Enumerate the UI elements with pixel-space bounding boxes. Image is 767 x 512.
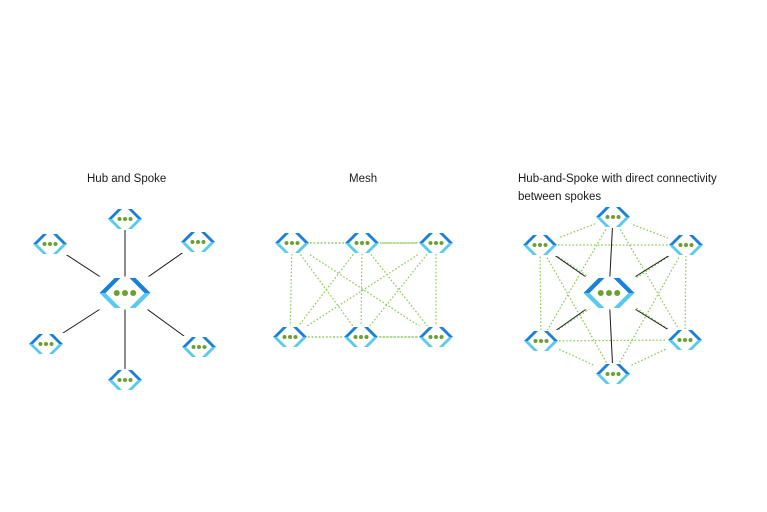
spoke-vnet-icon xyxy=(32,233,68,255)
spoke-vnet-icon xyxy=(667,329,703,351)
hub-spoke-direct-title-line2: between spokes xyxy=(518,191,602,203)
spoke-vnet-icon xyxy=(107,208,143,230)
spoke-vnet-icon xyxy=(523,330,559,352)
mesh-vnet-icon xyxy=(344,232,380,254)
network-nodes xyxy=(28,206,704,391)
spoke-direct-link xyxy=(539,244,614,375)
spoke-vnet-icon xyxy=(668,234,704,256)
mesh-link xyxy=(289,242,437,338)
mesh-vnet-icon xyxy=(274,232,310,254)
spoke-vnet-icon xyxy=(595,206,631,228)
mesh-link xyxy=(361,242,437,338)
mesh-link xyxy=(289,242,293,338)
mesh-vnet-icon xyxy=(418,326,454,348)
spoke-ring-link xyxy=(684,244,687,341)
hub-spoke-direct-title: Hub-and-Spoke with direct connectivity b… xyxy=(518,170,717,206)
spoke-direct-link xyxy=(540,216,614,342)
hub-vnet-icon xyxy=(98,276,152,310)
mesh-vnet-icon xyxy=(343,326,379,348)
hub-spoke-direct-title-line1: Hub-and-Spoke with direct connectivity xyxy=(518,173,717,185)
hub-vnet-icon xyxy=(582,276,636,310)
spoke-ring-link xyxy=(539,244,542,342)
spoke-vnet-icon xyxy=(595,363,631,385)
mesh-vnet-icon xyxy=(272,326,308,348)
mesh-link xyxy=(360,242,363,338)
spoke-direct-link xyxy=(540,339,686,342)
hub-and-spoke-title: Hub and Spoke xyxy=(87,173,167,185)
spoke-vnet-icon xyxy=(107,369,143,391)
spoke-vnet-icon xyxy=(180,231,216,253)
mesh-link xyxy=(289,242,363,338)
spoke-vnet-icon xyxy=(181,336,217,358)
mesh-title: Mesh xyxy=(349,173,378,185)
spoke-vnet-icon xyxy=(28,333,64,355)
mesh-vnet-icon xyxy=(418,232,454,254)
spoke-vnet-icon xyxy=(522,234,558,256)
spoke-direct-link xyxy=(612,244,687,375)
